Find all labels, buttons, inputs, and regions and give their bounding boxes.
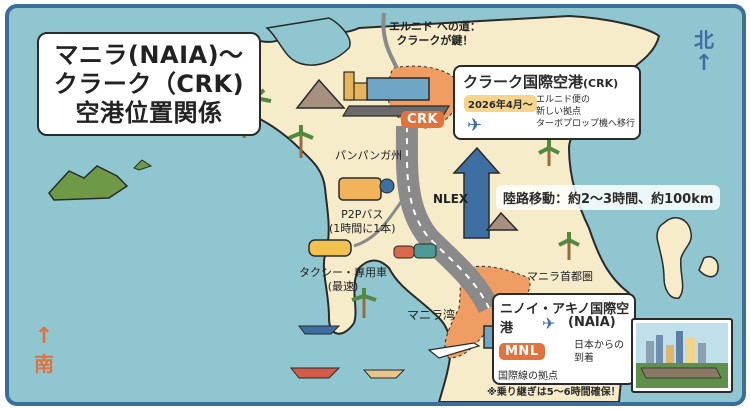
manila-bay-label: マニラ湾 <box>407 308 456 322</box>
transfer-note: ※乗り継ぎは5〜6時間確保！ <box>487 387 621 398</box>
crk-description: エルニド便の 新しい拠点 ターボプロップ機へ移行 <box>536 94 635 130</box>
south-label: 南 <box>34 352 54 376</box>
island-left <box>48 165 129 201</box>
crk-terminal <box>366 77 430 101</box>
mnl-code-badge: MNL <box>499 343 545 360</box>
naia-base-label: 国際線の拠点 <box>498 371 558 382</box>
mountain-icon <box>295 78 346 109</box>
naia-title: ニノイ・アキノ国際空港 <box>500 302 630 336</box>
north-arrow-icon: ↑ <box>694 51 714 76</box>
south-arrow-icon: ↑ <box>34 324 54 349</box>
turboprop-plane-icon: ✈ <box>467 115 483 136</box>
taxi-label: タクシー・専用車 (最速) <box>299 266 387 294</box>
north-road <box>381 12 399 69</box>
elnido-road-line-2: クラークが鍵！ <box>396 34 474 47</box>
east-islet <box>698 256 719 278</box>
elnido-road-line-1: エルニド への道： <box>389 20 481 33</box>
boat-icon <box>289 325 406 379</box>
crk-callout: クラーク国際空港(CRK) 2026年4月〜 エルニド便の 新しい拠点 ターボプ… <box>453 65 641 140</box>
inner-bay <box>265 17 351 66</box>
crk-date-badge: 2026年4月〜 <box>464 95 537 112</box>
mountain-icon-2 <box>485 211 519 231</box>
naia-callout: ニノイ・アキノ国際空港 ✈ (NAIA) 日本からの 到着 国際線の拠点 <box>492 293 636 385</box>
crk-title-suffix: (CRK) <box>583 77 619 90</box>
taxi-icon <box>308 239 352 257</box>
p2p-bus-label: P2Pバス (1時間に1本) <box>329 208 396 236</box>
islet-left <box>133 159 153 171</box>
naia-arrival-line-2: 到着 <box>574 353 594 364</box>
title-line-3: 空港位置関係 <box>75 98 223 127</box>
p2p-bus-line-2: (1時間に1本) <box>329 222 396 235</box>
nlex-label: NLEX <box>433 192 469 206</box>
naia-subtitle: (NAIA) <box>568 315 616 330</box>
south-indicator: ↑ 南 <box>34 326 54 377</box>
nlex-road <box>395 125 499 314</box>
airplane-icon <box>427 342 481 359</box>
bus-stop-icon <box>379 178 395 194</box>
north-label: 北 <box>694 28 714 52</box>
map-frame: マニラ(NAIA)〜 クラーク（CRK) 空港位置関係 北 ↑ ↑ 南 エルニド… <box>5 4 746 406</box>
metro-manila-label: マニラ首都圏 <box>527 270 593 283</box>
naia-plane-icon: ✈ <box>542 314 556 333</box>
crk-title: クラーク国際空港 <box>463 73 584 91</box>
taxi-line-2: (最速) <box>327 280 359 293</box>
manila-skyline-photo <box>631 318 733 393</box>
map-canvas: マニラ(NAIA)〜 クラーク（CRK) 空港位置関係 北 ↑ ↑ 南 エルニド… <box>9 8 742 402</box>
title-line-2: クラーク（CRK) <box>53 69 245 98</box>
car-red-icon <box>393 245 415 259</box>
crk-desc-line-2: 新しい拠点 <box>536 107 582 117</box>
p2p-bus-line-1: P2Pバス <box>341 208 384 221</box>
elnido-road-note: エルニド への道： クラークが鍵！ <box>389 20 481 48</box>
taxi-line-1: タクシー・専用車 <box>299 266 387 279</box>
east-island <box>656 217 693 299</box>
title-line-1: マニラ(NAIA)〜 <box>54 40 244 69</box>
crk-callout-title: クラーク国際空港(CRK) <box>463 71 618 92</box>
crk-code-badge: CRK <box>401 111 445 128</box>
skyline-illustration <box>636 331 728 388</box>
pampanga-label: パンパンガ州 <box>335 149 403 162</box>
north-indicator: 北 ↑ <box>694 24 714 75</box>
naia-arrival-line-1: 日本からの <box>574 340 624 351</box>
naia-arrival-note: 日本からの 到着 <box>574 339 624 365</box>
crk-desc-line-1: エルニド便の <box>536 95 591 105</box>
car-teal-icon <box>413 243 437 259</box>
bus-icon <box>338 177 382 201</box>
title-card: マニラ(NAIA)〜 クラーク（CRK) 空港位置関係 <box>37 32 261 136</box>
crk-desc-line-3: ターボプロップ機へ移行 <box>536 119 636 129</box>
route-info: 陸路移動：約2〜3時間、約100km <box>496 185 721 210</box>
branch-road <box>353 197 406 248</box>
